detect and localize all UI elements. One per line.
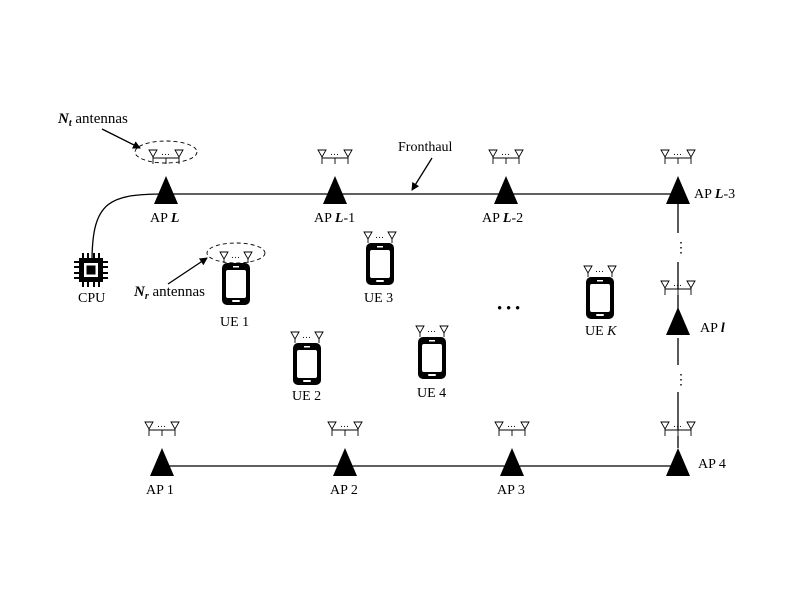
ap-2-node: … AP 2 (327, 419, 363, 498)
nt-antennas-label: Nt antennas (57, 111, 128, 129)
ap-L-antenna-array-icon: … (148, 147, 184, 164)
ue-3-node: … UE 3 (363, 230, 397, 306)
ap-4-antenna-array-icon: … (660, 419, 696, 436)
ap-l-label: AP l (700, 321, 725, 336)
nr-rest: antennas (149, 284, 205, 300)
ue-2-phone-icon (293, 343, 321, 385)
ue-3-antenna-icons: … (363, 230, 397, 243)
ap-L-2-triangle-icon (494, 176, 518, 204)
ue-k-phone-icon (586, 277, 614, 319)
ue-1-phone-icon (222, 263, 250, 305)
ue-1-node: … UE 1 (219, 250, 253, 330)
ap-2-triangle-icon (333, 448, 357, 476)
ap-4-label: AP 4 (698, 457, 726, 472)
ap-1-antenna-array-icon: … (144, 419, 180, 436)
ap-l-node: … AP l (660, 278, 725, 336)
ap-4-triangle-icon (666, 448, 690, 476)
fronthaul-arrow (411, 157, 433, 191)
ap-2-label: AP 2 (330, 483, 358, 498)
ap-L-3-antenna-array-icon: … (660, 147, 696, 164)
ue-4-label: UE 4 (417, 386, 446, 401)
fronthaul-label: Fronthaul (398, 140, 453, 155)
ue-3-label: UE 3 (364, 291, 393, 306)
ap-L-antenna-dots: … (161, 147, 170, 157)
ap-L-1-triangle-icon (323, 176, 347, 204)
nt-main: N (57, 111, 70, 127)
ap-L-2-label: AP L-2 (482, 211, 523, 226)
ue-k-antenna-icons: … (583, 264, 617, 277)
ap-1-label: AP 1 (146, 483, 174, 498)
cpu-label: CPU (78, 291, 105, 306)
ap-3-antenna-array-icon: … (494, 419, 530, 436)
ue-ellipsis: • • • (497, 301, 520, 317)
ap-L-3-triangle-icon (666, 176, 690, 204)
ue-2-antenna-icons: … (290, 330, 324, 343)
ap-L-1-node: … AP L-1 (314, 147, 355, 226)
ue-k-antenna-dots: … (595, 264, 604, 274)
ue-4-node: … UE 4 (415, 324, 449, 401)
nr-sub: r (145, 291, 149, 302)
ap-L-2-node: … AP L-2 (482, 147, 524, 226)
cpu-chip-icon (74, 253, 108, 287)
user-equipments: … UE 1 … UE 2 … UE 3 … UE 4 … UE K (219, 230, 617, 404)
vertical-dots-lower: ⋮ (674, 373, 688, 388)
ap-L-node: … AP L (148, 147, 184, 226)
ap-3-triangle-icon (500, 448, 524, 476)
cpu-to-ap-L-link (91, 193, 167, 263)
ue-2-node: … UE 2 (290, 330, 324, 404)
ue-k-label: UE K (585, 324, 617, 339)
ue-4-antenna-dots: … (427, 324, 436, 334)
ap-L-3-label: AP L-3 (694, 187, 735, 202)
ap-L-3-node: … AP L-3 (660, 147, 735, 204)
ap-l-triangle-icon (666, 307, 690, 335)
ap-L-1-antenna-dots: … (330, 147, 339, 157)
ap-4-antenna-dots: … (673, 419, 682, 429)
ap-l-antenna-dots: … (673, 278, 682, 288)
ap-3-label: AP 3 (497, 483, 525, 498)
ap-2-antenna-dots: … (340, 419, 349, 429)
ap-antenna-ellipse (134, 140, 198, 164)
ap-2-antenna-array-icon: … (327, 419, 363, 436)
ue-4-antenna-icons: … (415, 324, 449, 337)
ap-4-node: … AP 4 (660, 419, 726, 476)
nt-rest: antennas (72, 111, 128, 127)
ap-3-node: … AP 3 (494, 419, 530, 498)
ap-L-label: AP L (150, 211, 179, 226)
ue-1-label: UE 1 (220, 315, 249, 330)
nr-main: N (133, 284, 146, 300)
ue-3-phone-icon (366, 243, 394, 285)
ap-L-1-label: AP L-1 (314, 211, 355, 226)
ap-1-antenna-dots: … (157, 419, 166, 429)
ap-L-3-antenna-dots: … (673, 147, 682, 157)
ap-3-antenna-dots: … (507, 419, 516, 429)
ue-3-antenna-dots: … (375, 230, 384, 240)
access-points: … AP L … AP L-1 … AP L-2 … AP L-3 … AP l … AP 1 … AP … (144, 147, 735, 498)
ap-L-1-antenna-array-icon: … (317, 147, 353, 164)
ap-L-triangle-icon (154, 176, 178, 204)
ue-4-phone-icon (418, 337, 446, 379)
nt-arrow (101, 128, 141, 149)
ap-l-antenna-array-icon: … (660, 278, 696, 295)
nt-sub: t (69, 118, 73, 129)
ap-L-2-antenna-dots: … (501, 147, 510, 157)
nr-antennas-label: Nr antennas (133, 284, 205, 302)
ap-L-2-antenna-array-icon: … (488, 147, 524, 164)
ap-1-node: … AP 1 (144, 419, 180, 498)
ue-1-antenna-dots: … (231, 250, 240, 260)
nr-arrow (167, 257, 208, 285)
ue-1-antenna-icons: … (219, 250, 253, 263)
ue-k-node: … UE K (583, 264, 617, 339)
ap-1-triangle-icon (150, 448, 174, 476)
ue-antenna-ellipse (206, 242, 266, 264)
ue-2-antenna-dots: … (302, 330, 311, 340)
vertical-dots-upper: ⋮ (674, 241, 688, 256)
ue-2-label: UE 2 (292, 389, 321, 404)
